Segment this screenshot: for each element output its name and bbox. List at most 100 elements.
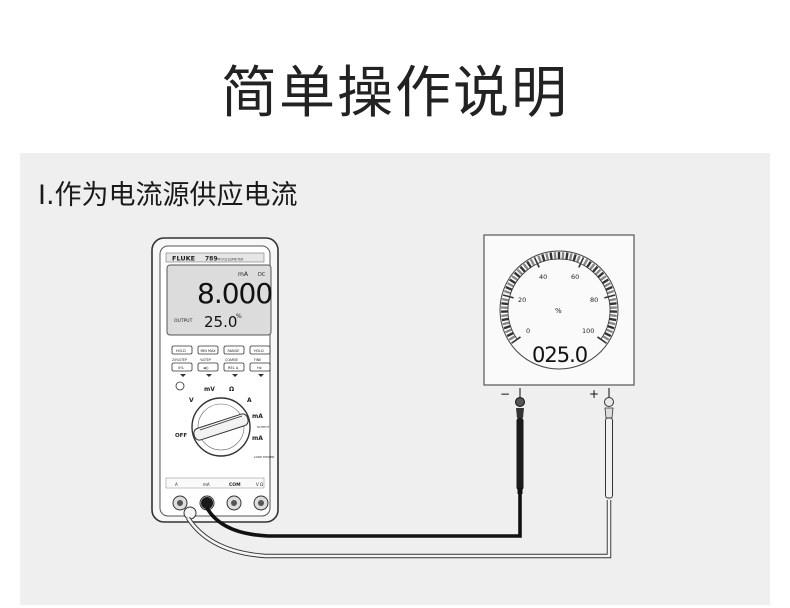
gauge-scale-tick (513, 271, 521, 279)
gauge-scale-tick (511, 336, 521, 344)
gauge-digital-reading: 025.0 (532, 343, 587, 367)
gauge-scale-tick (606, 289, 615, 295)
gauge-tick-40: 40 (539, 273, 547, 281)
dial-label-ma: mA (252, 413, 263, 420)
plug-black (201, 497, 213, 509)
gauge-scale-tick (526, 260, 532, 269)
gauge-scale-tick (516, 268, 524, 276)
model-number: 789 (205, 256, 218, 263)
meter-row2-caption-2: %STEP (200, 358, 211, 362)
meter-button-6-label: ◄)) (203, 366, 209, 370)
brand-logo: FLUKE (172, 255, 195, 263)
meter-button-1[interactable] (171, 345, 193, 355)
lcd-unit-ma: mA (238, 271, 249, 278)
content-panel (20, 153, 770, 605)
meter-button-3-label: RANGE (228, 349, 240, 353)
gauge-scale-tick (608, 297, 617, 302)
gauge-tick-20: 20 (518, 296, 526, 304)
gauge-scale-tick (599, 275, 607, 282)
gauge-scale-tick (537, 255, 542, 263)
gauge-scale-tick (502, 294, 514, 299)
gauge-scale-tick (582, 258, 589, 267)
gauge-scale-tick (501, 317, 509, 322)
button-row-2: 0% ◄)) REL Δ Hz (171, 362, 271, 372)
dial-label-mv: mV (204, 386, 215, 393)
dial-label-loop-power: LOOP POWER (254, 455, 274, 459)
meter-row2-caption-3: COARSE (225, 358, 238, 362)
gauge-scale-tick (519, 265, 526, 273)
gauge-tick-labels: 0 20 40 60 80 100 (518, 273, 598, 335)
gauge-scale-arc (499, 250, 619, 370)
jack-label-ma: mA (203, 482, 210, 487)
gauge-scale-tick (609, 302, 617, 306)
page-title: 简单操作说明 (221, 61, 569, 126)
gauge-unit: % (555, 307, 562, 315)
meter-row2-caption-4: FINE (254, 358, 261, 362)
gauge-scale-tick (604, 331, 612, 338)
gauge-scale-tick (592, 265, 599, 273)
gauge-scale-tick (608, 321, 616, 326)
gauge-scale-tick (572, 254, 577, 262)
gauge-scale-tick (506, 282, 515, 288)
gauge-scale-tick (594, 268, 602, 276)
gauge-inner-arc (507, 258, 611, 340)
multimeter: FLUKE 789 PROCESSMETER mA DC 8.000 OUTPU… (151, 237, 279, 523)
meter-button-6[interactable] (197, 362, 219, 372)
gauge-scale-tick (503, 324, 511, 330)
gauge-scale-tick (502, 321, 510, 326)
meter-button-3[interactable] (223, 345, 245, 355)
analog-gauge: 0 20 40 60 80 100 % 025.0 − + (483, 234, 635, 401)
gauge-tick-0: 0 (526, 327, 530, 335)
gauge-scale-tick (603, 282, 612, 288)
gauge-scale-tick (522, 263, 529, 271)
gauge-scale-tick (597, 271, 605, 279)
lcd-display (166, 264, 272, 336)
lcd-output-label: OUTPUT (174, 318, 193, 324)
gauge-scale-tick (607, 324, 615, 330)
meter-button-7[interactable] (223, 362, 245, 372)
meter-button-4-label: HOLD (254, 349, 264, 353)
dial-label-a: A (247, 397, 252, 404)
gauge-scale-tick (505, 285, 513, 291)
gauge-scale-tick (545, 253, 550, 261)
gauge-scale-tick (553, 252, 557, 260)
meter-button-2[interactable] (197, 345, 219, 355)
meter-button-7-label: REL Δ (228, 366, 239, 370)
gauge-outer-ring (499, 250, 619, 370)
gauge-scale-tick (506, 331, 514, 338)
meter-button-1-label: HOLD (176, 349, 186, 353)
gauge-scale-tick (501, 297, 510, 302)
meter-button-2-label: MIN MAX (201, 349, 217, 353)
gauge-scale-tick (541, 254, 546, 262)
gauge-scale-tick (578, 257, 585, 268)
gauge-scale-tick (565, 252, 569, 260)
backlight-icon[interactable] (175, 381, 185, 391)
meter-button-4[interactable] (249, 345, 271, 355)
gauge-scale-tick (511, 275, 519, 282)
gauge-tick-100: 100 (582, 327, 594, 335)
meter-button-8[interactable] (249, 362, 271, 372)
model-subtitle: PROCESSMETER (216, 258, 244, 262)
gauge-scale-tick (605, 328, 614, 334)
gauge-scale-tick (503, 289, 512, 295)
gauge-scale-tick (533, 257, 540, 268)
meter-button-5[interactable] (171, 362, 193, 372)
dial-label-output: OUTPUT (257, 425, 269, 429)
probe-black (515, 388, 525, 494)
gauge-scale-tick (549, 252, 553, 260)
dial-label-ohm: Ω (229, 386, 234, 393)
jack-label-v-ohm: V Ω (256, 482, 263, 487)
dial-pointer[interactable] (193, 413, 250, 442)
gauge-scale-tick (501, 302, 509, 306)
gauge-scale-tick (561, 252, 565, 260)
gauge-scale-tick (568, 253, 573, 261)
meter-button-8-label: Hz (257, 366, 262, 370)
lcd-main-reading: 8.000 (197, 277, 272, 310)
test-leads (186, 492, 612, 559)
gauge-scale-tick (609, 317, 617, 322)
meter-row2-caption-1: 20%STEP (172, 358, 187, 362)
gauge-scale-tick (602, 335, 610, 341)
section-heading: I.作为电流源供应电流 (38, 180, 298, 211)
gauge-scale-tick (597, 336, 607, 344)
